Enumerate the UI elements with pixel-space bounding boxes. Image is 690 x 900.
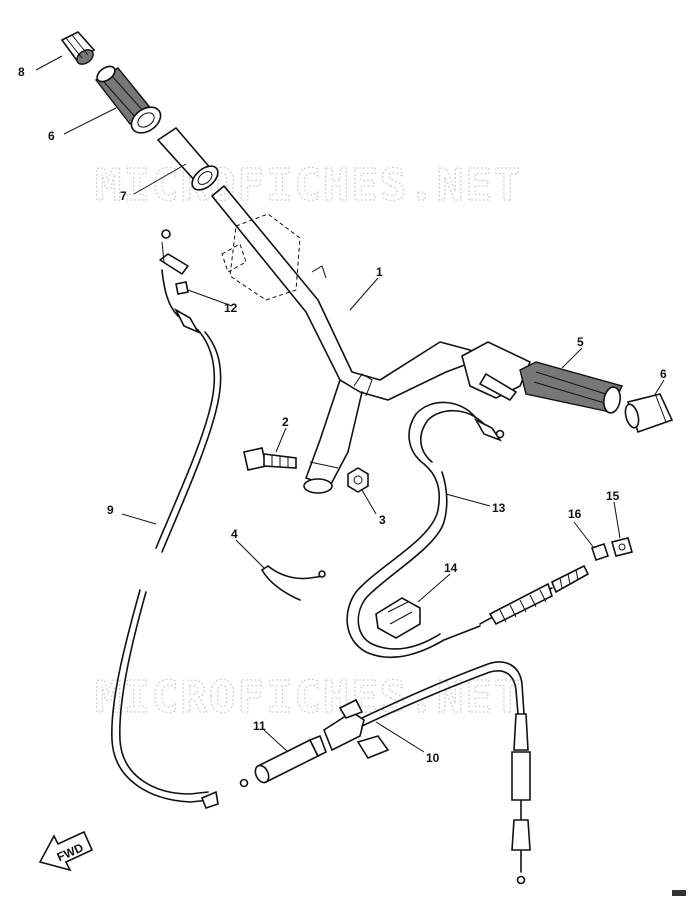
threaded-cable-end: [479, 537, 633, 626]
leader-lines: [35, 55, 665, 753]
watermark-top: MICROFICHES.NET: [95, 160, 522, 211]
callout-10: 10: [426, 751, 440, 765]
callout-8: 8: [18, 65, 25, 79]
part-6-grip-end-right: [624, 393, 674, 434]
callout-7: 7: [120, 189, 127, 203]
part-1-handlebar: [211, 185, 479, 494]
part-4-clamp-band: [261, 565, 326, 601]
part-11-adjuster: [254, 734, 328, 784]
callout-3: 3: [379, 513, 386, 527]
callout-1: 1: [376, 265, 383, 279]
part-8-grip-end: [60, 31, 96, 65]
callout-5: 5: [577, 335, 584, 349]
part-7-collar: [156, 126, 219, 191]
callout-12: 12: [224, 301, 238, 315]
part-14-clip: [375, 597, 421, 639]
callout-9: 9: [107, 503, 114, 517]
callout-2: 2: [282, 415, 289, 429]
callout-6-left: 6: [48, 129, 55, 143]
part-2-bolt: [243, 447, 297, 471]
callout-4: 4: [231, 527, 238, 541]
fwd-arrow: FWD: [38, 830, 94, 872]
watermark-bottom: MICROFICHES.NET: [95, 672, 522, 723]
part-10-cable: [323, 661, 531, 885]
part-5-throttle-grip: [461, 341, 623, 414]
callout-16: 16: [568, 507, 582, 521]
callout-15: 15: [606, 489, 620, 503]
part-3-nut: [347, 467, 369, 493]
part-12-fitting: [159, 229, 189, 295]
callout-11: 11: [253, 719, 266, 733]
callout-6-right: 6: [660, 367, 667, 381]
callout-13: 13: [492, 501, 506, 515]
part-6-grip-left: [94, 65, 162, 134]
part-9-cable: [111, 269, 249, 809]
part-13-hose: [346, 401, 505, 659]
corner-mark: [672, 890, 686, 896]
callout-numbers: 8 6 7 1 12 5 6 2 3 4 9 13 14 16 15 11 10: [18, 65, 667, 765]
callout-14: 14: [444, 561, 458, 575]
